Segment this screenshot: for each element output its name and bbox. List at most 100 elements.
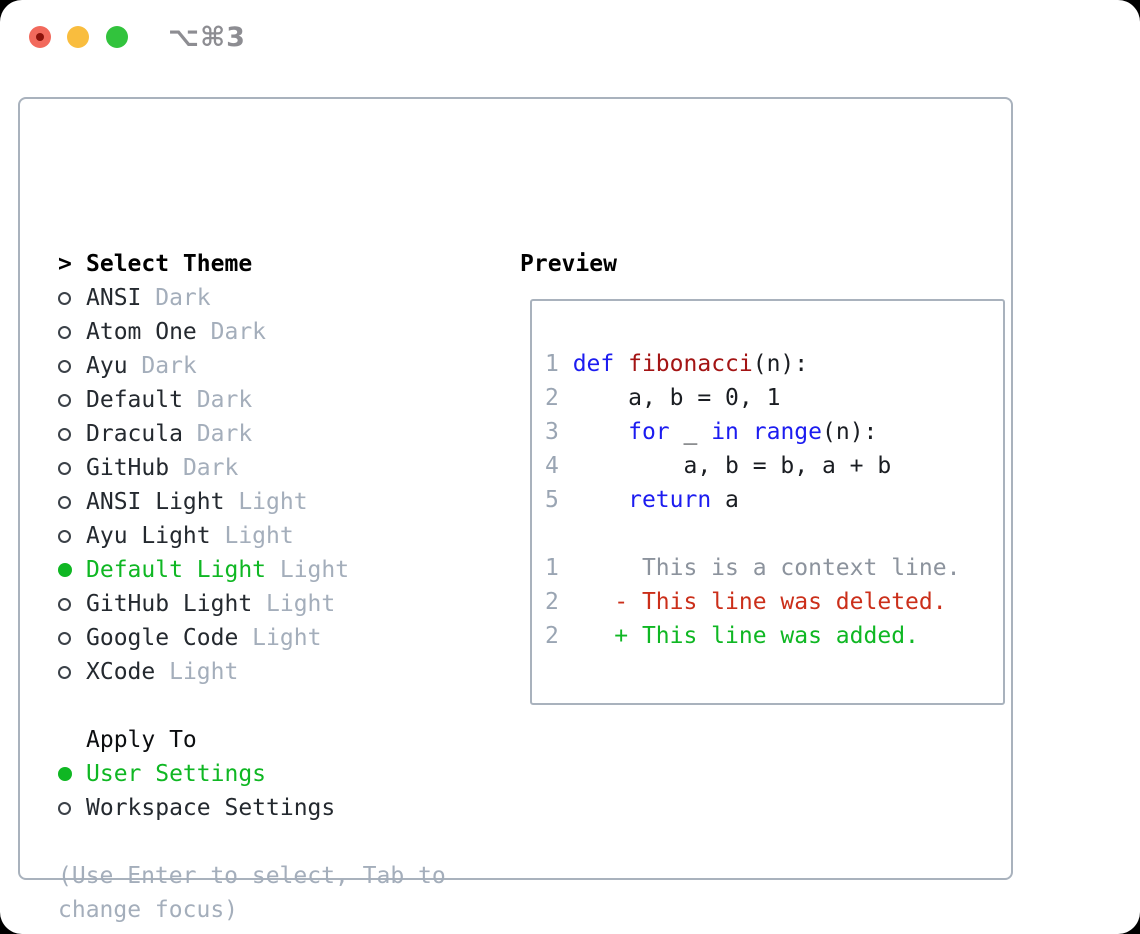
close-button[interactable]	[29, 26, 51, 48]
code-token: (n):	[822, 419, 878, 445]
close-dot-icon	[36, 33, 44, 41]
radio-selected-icon	[58, 757, 86, 791]
theme-option-variant: Dark	[182, 387, 253, 413]
code-token: in	[711, 419, 739, 445]
apply-option-workspace-settings[interactable]: Workspace Settings	[58, 791, 510, 825]
code-token: a, b = b, a + b	[572, 453, 892, 479]
minimize-button[interactable]	[67, 26, 89, 48]
code-token	[739, 419, 753, 445]
line-number: 2	[545, 385, 559, 411]
code-token: def	[572, 351, 615, 377]
preview-line: 1 This is a context line.	[545, 551, 1003, 585]
line-number: 2	[545, 589, 559, 615]
preview-line: 4 a, b = b, a + b	[545, 449, 1003, 483]
theme-option-default[interactable]: Default Dark	[58, 383, 510, 417]
preview-line: 3 for _ in range(n):	[545, 415, 1003, 449]
radio-icon	[58, 349, 86, 383]
spacer	[58, 825, 510, 859]
theme-option-label: XCode	[86, 659, 156, 685]
preview-line	[545, 517, 1003, 551]
radio-icon	[58, 485, 86, 519]
theme-option-ansi[interactable]: ANSI Dark	[58, 281, 510, 315]
theme-option-default-light[interactable]: Default Light Light	[58, 553, 510, 587]
theme-option-github[interactable]: GitHub Dark	[58, 451, 510, 485]
theme-option-variant: Light	[210, 523, 294, 549]
code-token	[614, 351, 628, 377]
theme-option-variant: Light	[252, 591, 336, 617]
theme-option-variant: Dark	[182, 421, 253, 447]
code-token: + This line was added.	[572, 623, 919, 649]
theme-option-variant: Dark	[196, 319, 267, 345]
code-token: This is a context line.	[572, 555, 961, 581]
theme-select-title: Select Theme	[86, 251, 253, 277]
theme-option-label: ANSI	[86, 285, 142, 311]
apply-to-header: Apply To	[58, 723, 510, 757]
line-number: 3	[545, 419, 559, 445]
theme-option-variant: Dark	[127, 353, 197, 379]
theme-option-label: GitHub	[86, 455, 170, 481]
line-number: 5	[545, 487, 559, 513]
theme-option-ansi-light[interactable]: ANSI Light Light	[58, 485, 510, 519]
cursor-icon: >	[58, 251, 72, 277]
code-token: for	[628, 419, 670, 445]
radio-icon	[58, 281, 86, 315]
theme-option-google-code[interactable]: Google Code Light	[58, 621, 510, 655]
code-token: return	[628, 487, 712, 513]
radio-icon	[58, 315, 86, 349]
theme-option-variant: Light	[224, 489, 308, 515]
line-number: 4	[545, 453, 559, 479]
theme-option-xcode[interactable]: XCode Light	[58, 655, 510, 689]
theme-option-variant: Dark	[141, 285, 211, 311]
radio-icon	[58, 417, 86, 451]
radio-icon	[58, 655, 86, 689]
theme-option-variant: Light	[155, 659, 239, 685]
preview-column: Preview 1 def fibonacci(n):2 a, b = 0, 1…	[520, 247, 1020, 705]
zoom-button[interactable]	[106, 26, 128, 48]
theme-option-label: ANSI Light	[86, 489, 225, 515]
theme-option-label: Dracula	[86, 421, 183, 447]
code-token: fibonacci	[628, 351, 753, 377]
theme-option-label: GitHub Light	[86, 591, 253, 617]
theme-option-ayu-light[interactable]: Ayu Light Light	[58, 519, 510, 553]
radio-icon	[58, 451, 86, 485]
code-token: a, b = 0, 1	[572, 385, 781, 411]
theme-option-label: Default Light	[86, 557, 267, 583]
theme-option-github-light[interactable]: GitHub Light Light	[58, 587, 510, 621]
theme-option-atom-one[interactable]: Atom One Dark	[58, 315, 510, 349]
code-token: (n):	[752, 351, 809, 377]
preview-line: 2 a, b = 0, 1	[545, 381, 1003, 415]
preview-line: 5 return a	[545, 483, 1003, 517]
apply-option-user-settings[interactable]: User Settings	[58, 757, 510, 791]
line-number: 1	[545, 351, 559, 377]
line-number: 1	[545, 555, 559, 581]
preview-line: 2 - This line was deleted.	[545, 585, 1003, 619]
theme-option-dracula[interactable]: Dracula Dark	[58, 417, 510, 451]
theme-option-variant: Light	[238, 625, 322, 651]
spacer	[58, 689, 510, 723]
radio-icon	[58, 383, 86, 417]
code-token: - This line was deleted.	[572, 589, 947, 615]
line-number: 2	[545, 623, 559, 649]
radio-selected-icon	[58, 553, 86, 587]
preview-line: 1 def fibonacci(n):	[545, 347, 1003, 381]
theme-option-label: Ayu	[86, 353, 128, 379]
theme-option-label: Google Code	[86, 625, 239, 651]
theme-option-label: Atom One	[86, 319, 197, 345]
code-token	[573, 419, 628, 445]
theme-option-variant: Dark	[169, 455, 239, 481]
code-token	[573, 487, 628, 513]
preview-title: Preview	[520, 251, 617, 277]
theme-option-variant: Light	[266, 557, 350, 583]
window-shortcut: ⌥⌘3	[168, 22, 246, 53]
code-token: range	[752, 419, 822, 445]
theme-select-header: > Select Theme	[58, 247, 510, 281]
theme-option-ayu[interactable]: Ayu Dark	[58, 349, 510, 383]
title-bar: ⌥⌘3	[0, 0, 1140, 70]
code-token: _	[669, 419, 712, 445]
